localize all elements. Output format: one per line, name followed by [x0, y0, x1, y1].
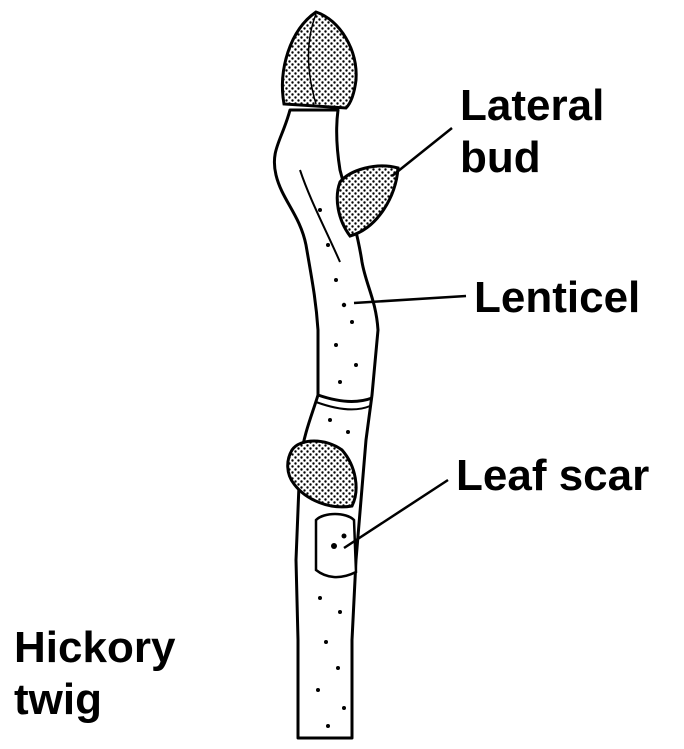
bundle-scar: [331, 543, 337, 549]
terminal-bud: [282, 12, 356, 108]
leader-line-lateral-bud: [392, 128, 452, 176]
diagram-title-line-2: twig: [14, 674, 175, 726]
lateral-bud-label: Lateral bud: [460, 80, 604, 184]
leaf-scar-label: Leaf scar: [456, 450, 649, 502]
lateral-bud-label-line-2: bud: [460, 132, 604, 184]
lateral-bud-label-line-1: Lateral: [460, 80, 604, 132]
bundle-scar: [342, 534, 347, 539]
lateral-bud-shape: [337, 166, 398, 236]
diagram-title-line-1: Hickory: [14, 622, 175, 674]
lenticel-label: Lenticel: [474, 272, 640, 324]
diagram-title: Hickory twig: [14, 622, 175, 726]
